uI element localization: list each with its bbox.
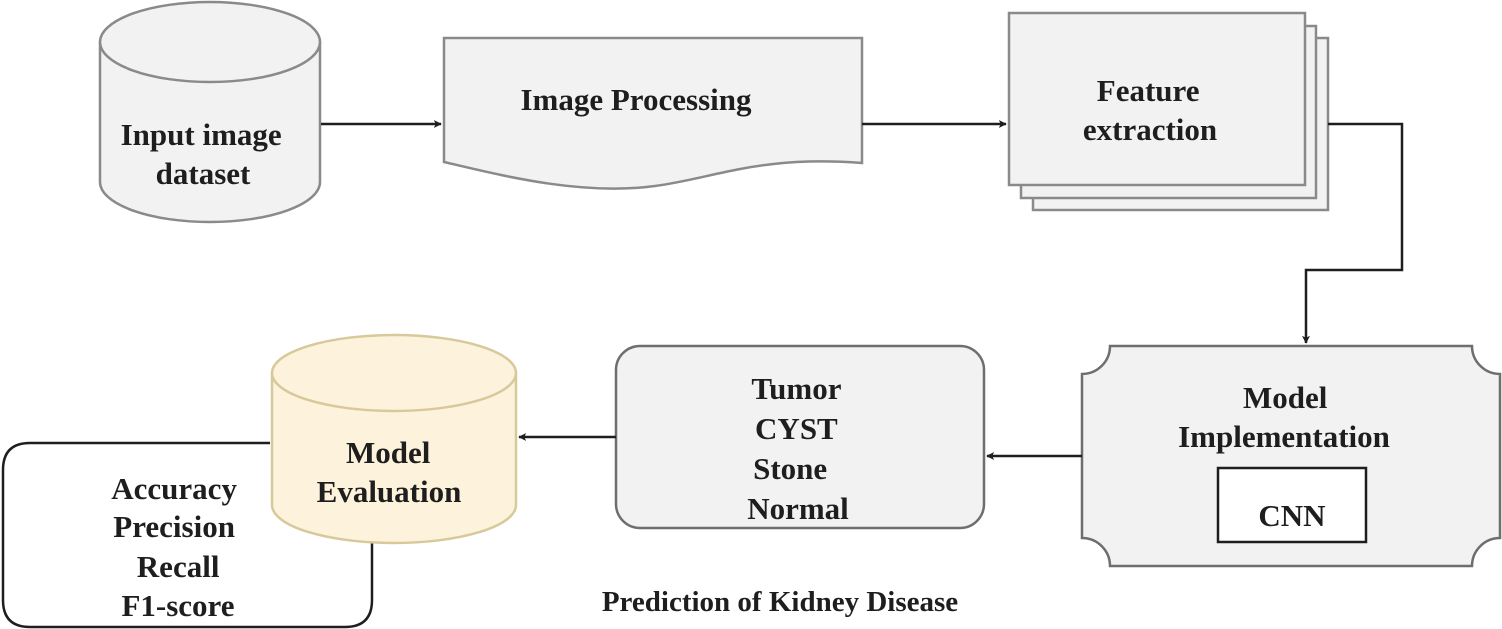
class-stone: Stone (753, 451, 827, 486)
input-dataset-node: Input image dataset (98, 0, 322, 224)
feature-extraction-node: Feature extraction (1007, 11, 1330, 212)
metric-recall: Recall (137, 549, 220, 584)
metrics-text: Accuracy Precision Recall F1-score (111, 471, 244, 623)
cnn-label: CNN (1258, 498, 1325, 533)
image-processing-node: Image Processing (442, 36, 864, 190)
metric-accuracy: Accuracy (111, 471, 237, 506)
diagram-caption: Prediction of Kidney Disease (602, 586, 958, 618)
metric-precision: Precision (113, 509, 235, 544)
image-processing-label: Image Processing (520, 82, 752, 117)
classes-node: Tumor CYST Stone Normal (614, 344, 986, 530)
model-implementation-node: Model Implementation CNN (1080, 344, 1502, 568)
metric-f1-score: F1-score (121, 588, 234, 623)
classes-label: Tumor CYST Stone Normal (747, 371, 849, 526)
model-evaluation-node: Model Evaluation (270, 333, 518, 545)
model-evaluation-label: Model Evaluation (317, 435, 462, 509)
class-cyst: CYST (755, 411, 838, 446)
class-normal: Normal (747, 491, 849, 526)
model-implementation-label: Model Implementation (1178, 380, 1390, 454)
feature-extraction-label: Feature extraction (1083, 73, 1217, 147)
cnn-box (1216, 466, 1368, 544)
input-dataset-label: Input image dataset (121, 117, 290, 191)
class-tumor: Tumor (751, 371, 841, 406)
connectors (321, 120, 1404, 460)
arrow-features-to-model (1302, 122, 1404, 344)
